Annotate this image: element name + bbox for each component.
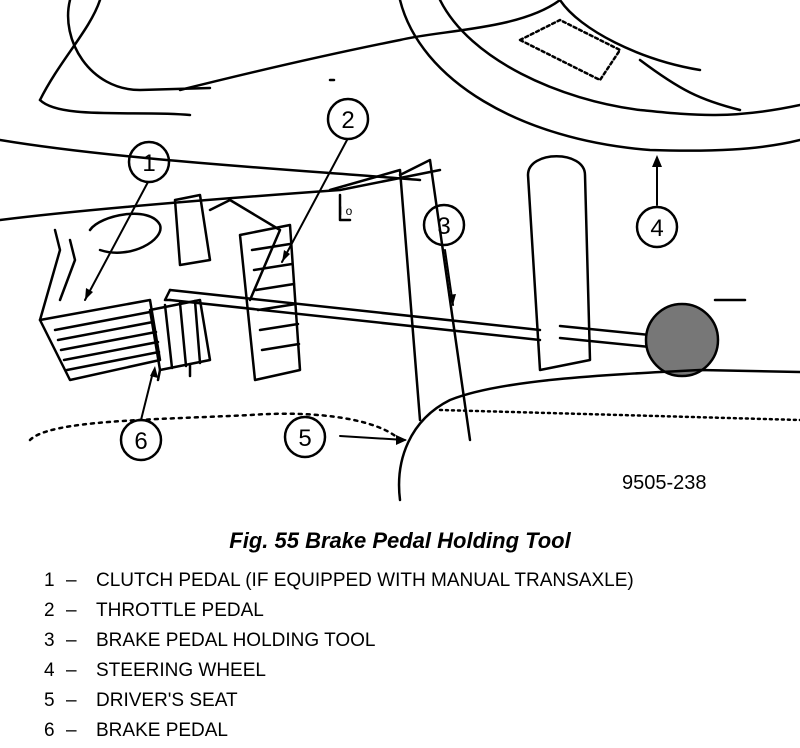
legend-item: 2–THROTTLE PEDAL bbox=[44, 596, 634, 626]
brake-pedal bbox=[148, 298, 212, 382]
leader-arrowheads bbox=[85, 155, 662, 445]
legend-item-label: BRAKE PEDAL HOLDING TOOL bbox=[96, 630, 376, 651]
brake-pedal-illustration: I o bbox=[0, 0, 800, 502]
figure-caption: Fig. 55 Brake Pedal Holding Tool bbox=[229, 528, 571, 553]
callout-2: 2 bbox=[326, 97, 370, 141]
callout-2-number: 2 bbox=[341, 107, 354, 134]
legend-list: 1–CLUTCH PEDAL (IF EQUIPPED WITH MANUAL … bbox=[44, 566, 634, 746]
callout-4: 4 bbox=[635, 205, 679, 249]
figure-code: 9505-238 bbox=[622, 472, 707, 494]
legend-item: 3–BRAKE PEDAL HOLDING TOOL bbox=[44, 626, 634, 656]
callout-5: 5 bbox=[283, 415, 327, 459]
legend-item-number: 3 bbox=[44, 630, 55, 651]
callout-4-number: 4 bbox=[650, 215, 663, 242]
callout-3: 3 bbox=[422, 203, 466, 247]
legend-item-separator: – bbox=[66, 720, 77, 741]
callout-1: 1 bbox=[127, 140, 171, 184]
legend-item-number: 4 bbox=[44, 660, 55, 681]
legend-item-label: CLUTCH PEDAL (IF EQUIPPED WITH MANUAL TR… bbox=[96, 570, 634, 591]
legend-item-number: 2 bbox=[44, 600, 55, 621]
legend-item: 4–STEERING WHEEL bbox=[44, 656, 634, 686]
clutch-pedal bbox=[38, 212, 162, 382]
legend-item: 5–DRIVER'S SEAT bbox=[44, 686, 634, 716]
callout-1-number: 1 bbox=[142, 150, 155, 177]
legend-item-label: THROTTLE PEDAL bbox=[96, 600, 264, 621]
legend-item: 1–CLUTCH PEDAL (IF EQUIPPED WITH MANUAL … bbox=[44, 566, 634, 596]
legend-item-separator: – bbox=[66, 630, 77, 651]
callout-5-number: 5 bbox=[298, 425, 311, 452]
legend-item-label: STEERING WHEEL bbox=[96, 660, 266, 681]
svg-text:I o: I o bbox=[339, 204, 353, 218]
callout-3-number: 3 bbox=[437, 213, 450, 240]
dashboard-outline: I o bbox=[0, 0, 562, 442]
holding-tool bbox=[163, 155, 747, 378]
legend-item-separator: – bbox=[66, 660, 77, 681]
callout-6-number: 6 bbox=[134, 428, 147, 455]
callout-6: 6 bbox=[119, 418, 163, 462]
steering-wheel bbox=[398, 0, 800, 152]
legend-item-separator: – bbox=[66, 600, 77, 621]
leader-lines bbox=[84, 139, 658, 441]
drivers-seat bbox=[28, 368, 800, 502]
legend-item-separator: – bbox=[66, 690, 77, 711]
legend-item-number: 6 bbox=[44, 720, 55, 741]
legend-item-separator: – bbox=[66, 570, 77, 591]
legend-item-label: BRAKE PEDAL bbox=[96, 720, 228, 741]
legend-item-label: DRIVER'S SEAT bbox=[96, 690, 238, 711]
throttle-pedal bbox=[173, 193, 302, 382]
legend-item-number: 5 bbox=[44, 690, 55, 711]
legend-item-number: 1 bbox=[44, 570, 55, 591]
legend-item: 6–BRAKE PEDAL bbox=[44, 716, 634, 746]
